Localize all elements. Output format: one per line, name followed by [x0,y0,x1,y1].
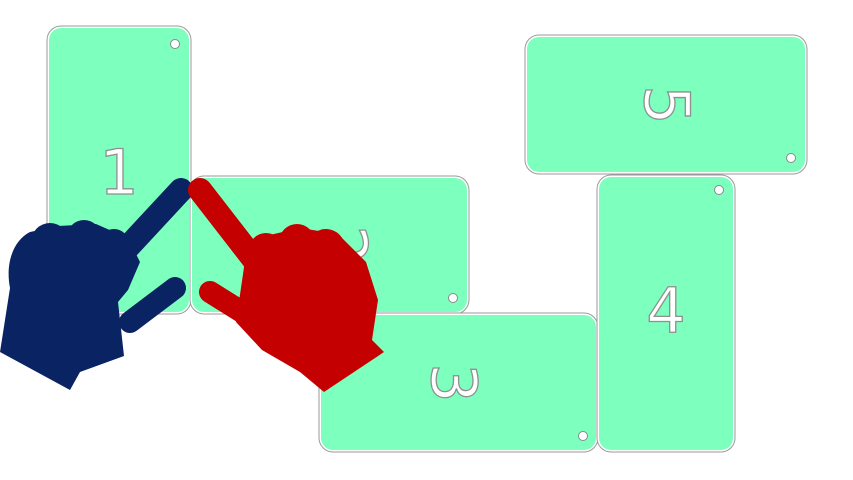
tile-number: 2 [307,225,381,266]
tile-3[interactable]: 3 [321,315,596,450]
tile-number: 5 [629,84,703,125]
tile-number: 3 [416,362,490,403]
tile-number: 4 [646,273,687,347]
tile-peg-hole [786,153,796,163]
tile-4[interactable]: 4 [599,177,733,450]
tile-peg-hole [714,185,724,195]
tile-peg-hole [170,39,180,49]
tile-5[interactable]: 5 [527,37,805,172]
tile-number: 1 [99,135,140,209]
tile-1[interactable]: 1 [49,28,189,312]
tile-peg-hole [448,293,458,303]
tile-2[interactable]: 2 [192,178,467,312]
tile-peg-hole [578,431,588,441]
